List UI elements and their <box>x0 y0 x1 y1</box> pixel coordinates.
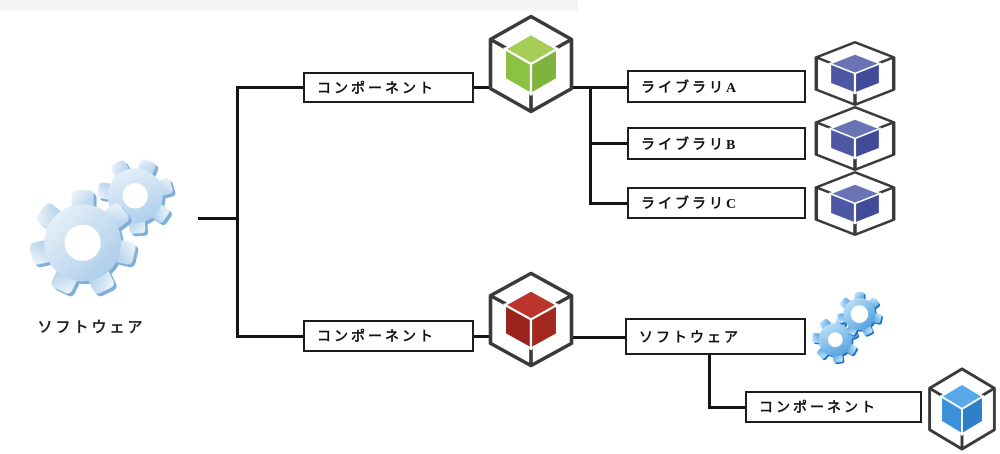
connector-comp-bottom-cube <box>472 335 490 338</box>
small-gear <box>810 310 866 366</box>
gears-blue-icon <box>810 292 884 366</box>
connector-branch-libB <box>589 142 629 145</box>
software-child-box: ソフトウェア <box>625 318 806 355</box>
cube-green-icon <box>488 14 574 114</box>
connector-root <box>198 217 239 220</box>
software-child-label: ソフトウェア <box>639 330 741 346</box>
connector-branch-libC <box>589 202 629 205</box>
small-gear <box>85 146 188 248</box>
library-a-box: ライブラリA <box>627 70 806 103</box>
connector-cube-software <box>572 336 626 339</box>
component-child-label: コンポーネント <box>759 401 878 416</box>
cube-right-face <box>853 127 882 160</box>
connector-cube-libA <box>572 86 628 89</box>
cube-right-face <box>529 47 559 96</box>
cube-right-face <box>529 303 559 351</box>
cube-right-face <box>961 394 984 436</box>
cube-right-face <box>853 62 882 95</box>
cube-indigo-b-icon <box>814 106 896 171</box>
connector-software-down <box>708 353 711 409</box>
connector-trunk <box>236 86 239 338</box>
library-c-box: ライブラリC <box>627 187 806 219</box>
cube-indigo-a-icon <box>814 41 896 106</box>
connector-to-comp-child <box>708 406 747 409</box>
cube-right-face <box>853 192 882 225</box>
component-top-label: コンポーネント <box>317 81 436 97</box>
cube-blue-icon <box>928 367 996 451</box>
library-b-label: ライブラリB <box>641 137 739 153</box>
library-b-box: ライブラリB <box>627 127 806 160</box>
library-a-label: ライブラリA <box>641 80 740 96</box>
connector-branch-top <box>236 86 304 89</box>
big-gear <box>836 292 884 338</box>
connector-lib-trunk <box>589 86 592 205</box>
big-gear <box>28 190 140 298</box>
component-child-box: コンポーネント <box>745 391 922 423</box>
component-bottom-box: コンポーネント <box>303 320 474 352</box>
connector-comp-top-cube <box>472 86 490 89</box>
component-top-box: コンポーネント <box>303 72 474 103</box>
root-software-label: ソフトウェア <box>37 320 146 336</box>
connector-branch-bottom <box>236 335 304 338</box>
gears-icon <box>28 146 188 298</box>
cube-red-icon <box>488 271 574 368</box>
component-bottom-label: コンポーネント <box>317 330 436 345</box>
top-band <box>0 0 578 11</box>
library-c-label: ライブラリC <box>641 197 740 212</box>
cube-indigo-c-icon <box>814 171 896 236</box>
